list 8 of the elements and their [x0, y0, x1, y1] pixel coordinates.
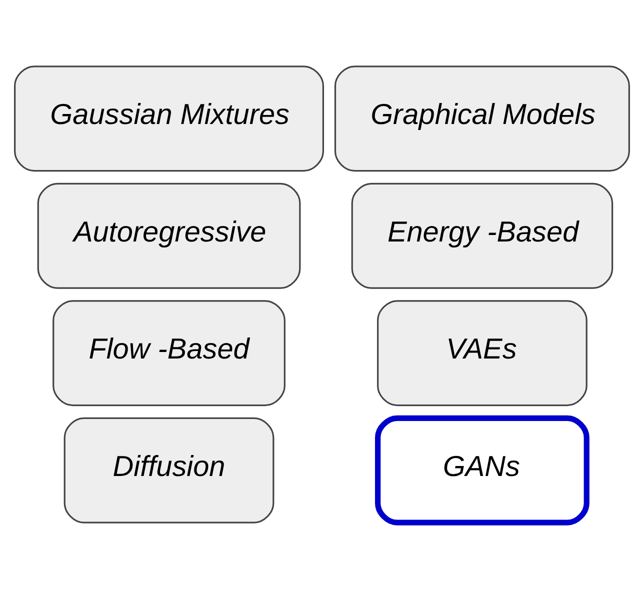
node-box: Graphical Models: [334, 66, 630, 172]
node-box: Flow -Based: [52, 300, 286, 406]
node-box: VAEs: [377, 300, 588, 406]
node-box: Autoregressive: [37, 182, 301, 289]
node-box: Diffusion: [64, 417, 274, 524]
node-box: GANs: [375, 415, 590, 526]
node-box: Energy -Based: [351, 182, 614, 289]
node-box: Gaussian Mixtures: [14, 66, 324, 172]
